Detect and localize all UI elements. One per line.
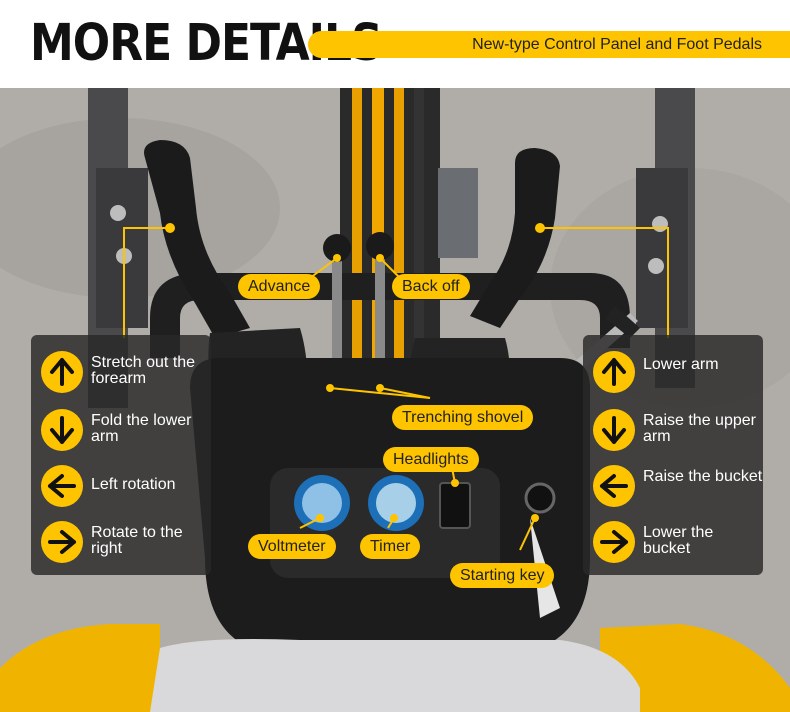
right-control-label: Raise the upper arm (643, 412, 756, 445)
callout-advance: Advance (238, 274, 321, 299)
left-control-row: Fold the lower arm (41, 409, 211, 453)
subtitle-banner: New-type Control Panel and Foot Pedals (308, 31, 790, 58)
arrow-left-icon (41, 465, 83, 507)
arrow-up-icon (41, 351, 83, 393)
left-control-row: Rotate to the right (41, 521, 211, 565)
right-control-row: Lower arm (593, 351, 763, 395)
arrow-down-icon (41, 409, 83, 451)
arrow-right-icon (593, 521, 635, 563)
right-control-label: Lower arm (643, 356, 719, 373)
left-control-label: Rotate to the right (91, 524, 183, 557)
arrow-down-icon (593, 409, 635, 451)
callout-voltmeter: Voltmeter (248, 534, 336, 559)
header: MORE DETAILS New-type Control Panel and … (0, 0, 790, 88)
right-control-row: Lower the bucket (593, 521, 763, 565)
page-subtitle: New-type Control Panel and Foot Pedals (472, 36, 762, 53)
callout-trenching-shovel: Trenching shovel (392, 405, 534, 430)
left-control-row: Stretch out the forearm (41, 351, 211, 395)
left-control-label: Left rotation (91, 476, 176, 493)
callout-back-off: Back off (392, 274, 470, 299)
callout-starting-key: Starting key (450, 563, 555, 588)
left-control-row: Left rotation (41, 465, 211, 509)
callout-headlights: Headlights (383, 447, 479, 472)
right-control-row: Raise the upper arm (593, 409, 763, 453)
left-control-label: Fold the lower arm (91, 412, 192, 445)
arrow-right-icon (41, 521, 83, 563)
right-control-label: Raise the bucket (643, 468, 763, 485)
right-control-panel: Lower arm Raise the upper arm Raise the … (583, 335, 763, 575)
right-control-label: Lower the bucket (643, 524, 714, 557)
left-control-label: Stretch out the forearm (91, 354, 196, 387)
left-control-panel: Stretch out the forearm Fold the lower a… (31, 335, 211, 575)
arrow-up-icon (593, 351, 635, 393)
right-control-row: Raise the bucket (593, 465, 763, 509)
callout-timer: Timer (360, 534, 421, 559)
arrow-left-icon (593, 465, 635, 507)
